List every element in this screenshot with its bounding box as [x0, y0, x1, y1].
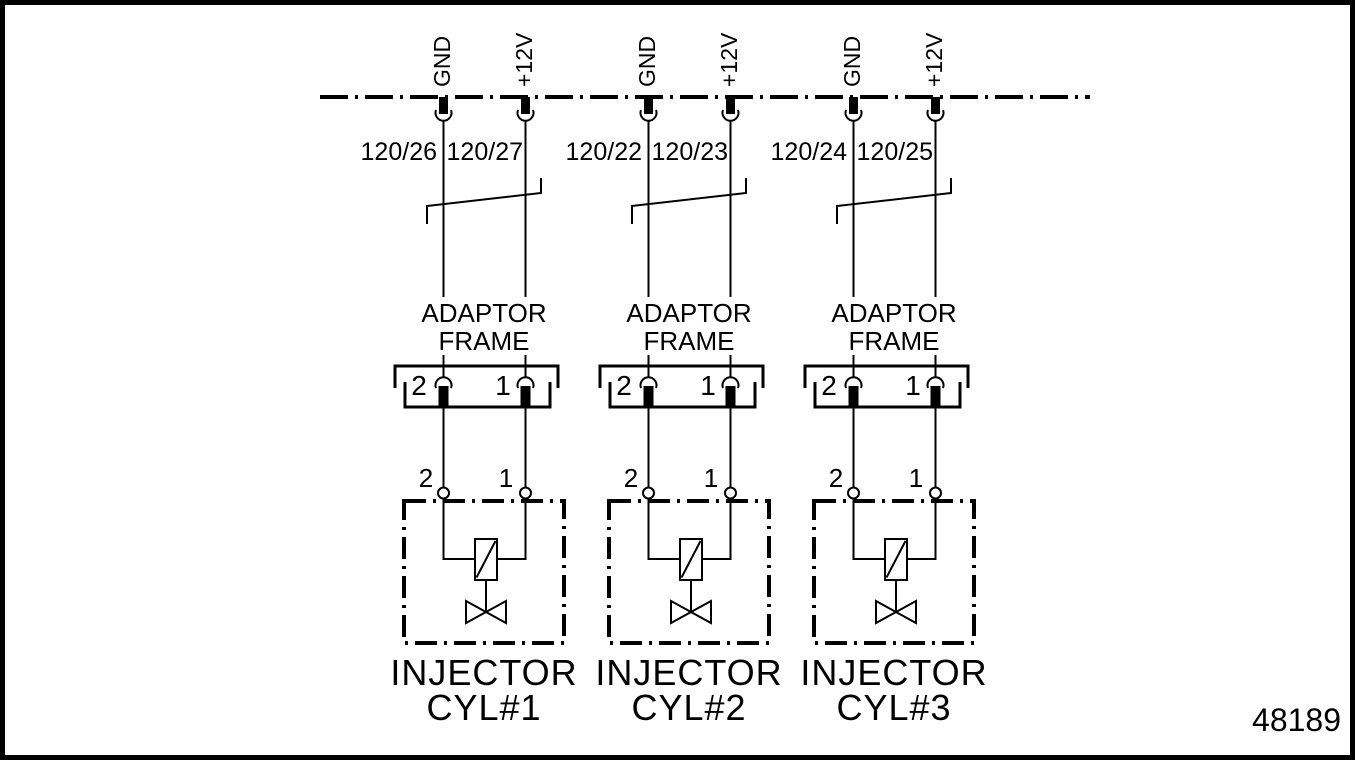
- injector-label-line1: INJECTOR: [390, 652, 578, 693]
- frame-pin-number: 2: [411, 370, 427, 401]
- injector-label-line2: CYL#2: [631, 687, 747, 728]
- injector-terminal-number: 2: [828, 463, 844, 493]
- wire-id-label: 120/23: [651, 138, 728, 166]
- wire-id-label: 120/25: [856, 138, 933, 166]
- wire-id-label: 120/26: [360, 138, 437, 166]
- injector-terminal-number: 1: [908, 463, 924, 493]
- frame-pin-number: 1: [905, 370, 921, 401]
- figure-number: 48189: [1252, 702, 1341, 738]
- injector-terminal-number: 2: [418, 463, 434, 493]
- frame-pin-number: 2: [821, 370, 837, 401]
- adaptor-frame-label-line1: ADAPTOR: [626, 298, 752, 328]
- injector-terminal-number: 2: [623, 463, 639, 493]
- injector-terminal-number: 1: [498, 463, 514, 493]
- injector-terminal-number: 1: [703, 463, 719, 493]
- frame-pin-number: 2: [616, 370, 632, 401]
- frame-pin-number: 1: [495, 370, 511, 401]
- adaptor-frame-label-line1: ADAPTOR: [421, 298, 547, 328]
- wire-id-label: 120/24: [770, 138, 847, 166]
- injector-label-line1: INJECTOR: [595, 652, 783, 693]
- injector-label-line1: INJECTOR: [800, 652, 988, 693]
- adaptor-frame-label-line2: FRAME: [643, 326, 735, 356]
- adaptor-frame-label-line1: ADAPTOR: [831, 298, 957, 328]
- plus12v-label: +12V: [511, 32, 537, 87]
- wire-id-label: 120/22: [565, 138, 642, 166]
- injector-label-line2: CYL#1: [426, 687, 542, 728]
- gnd-label: GND: [429, 35, 455, 87]
- adaptor-frame-label-line2: FRAME: [848, 326, 940, 356]
- plus12v-label: +12V: [921, 32, 947, 87]
- gnd-label: GND: [634, 35, 660, 87]
- injector-label-line2: CYL#3: [836, 687, 952, 728]
- gnd-label: GND: [839, 35, 865, 87]
- plus12v-label: +12V: [716, 32, 742, 87]
- wire-id-label: 120/27: [446, 138, 523, 166]
- frame-pin-number: 1: [700, 370, 716, 401]
- adaptor-frame-label-line2: FRAME: [438, 326, 530, 356]
